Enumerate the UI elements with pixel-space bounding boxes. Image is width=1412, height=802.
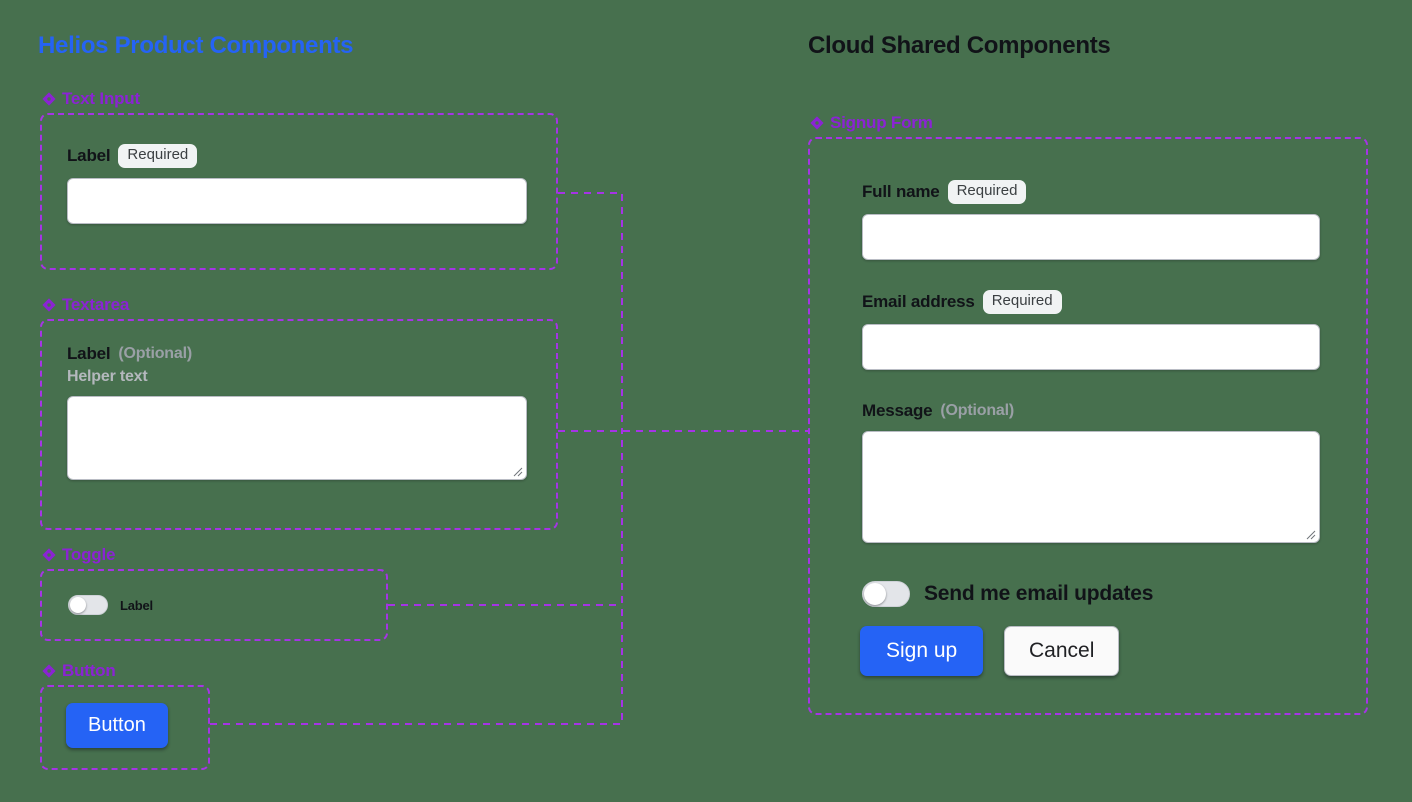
section-heading-textarea: Textarea [42, 295, 129, 315]
toggle-knob [70, 597, 86, 613]
frame-text-input [40, 113, 558, 270]
demo-button[interactable]: Button [66, 703, 168, 748]
textarea-field[interactable] [67, 396, 527, 480]
message-textarea-wrapper [862, 431, 1320, 543]
frame-toggle [40, 569, 388, 641]
email-label: Email address [862, 291, 975, 311]
diamond-component-icon [810, 116, 824, 130]
signup-submit-button[interactable]: Sign up [860, 626, 984, 676]
section-heading-toggle: Toggle [42, 545, 115, 565]
email-updates-toggle-label: Send me email updates [924, 582, 1154, 605]
text-input-required-badge: Required [118, 144, 198, 168]
message-label: Message [862, 401, 933, 420]
diamond-component-icon [42, 664, 56, 678]
diamond-component-icon [42, 92, 56, 106]
message-optional-tag: (Optional) [940, 402, 1014, 419]
section-heading-text-input: Text Input [42, 89, 140, 109]
text-input-label: Label [67, 145, 111, 165]
section-heading-label: Text Input [62, 89, 140, 108]
message-field-group: Message (Optional) [862, 401, 1320, 543]
fullname-input[interactable] [862, 213, 1320, 260]
email-updates-toggle[interactable] [862, 581, 910, 607]
textarea-label: Label [67, 344, 111, 363]
section-heading-signup-form: Signup Form [810, 113, 933, 133]
fullname-label: Full name [862, 181, 940, 201]
section-heading-label: Button [62, 661, 116, 680]
text-input-field[interactable] [67, 177, 527, 224]
textarea-optional-tag: (Optional) [118, 345, 192, 362]
frame-textarea [40, 319, 558, 530]
toggle-knob [864, 583, 886, 605]
diamond-component-icon [42, 298, 56, 312]
email-label-row: Email address Required [862, 290, 1320, 314]
frame-signup-form [808, 137, 1368, 715]
fullname-field-group: Full name Required [862, 180, 1320, 260]
signup-cancel-button[interactable]: Cancel [1004, 626, 1120, 676]
frame-button [40, 685, 210, 770]
fullname-label-row: Full name Required [862, 180, 1320, 204]
text-input-field-group: Label Required [67, 144, 527, 224]
toggle-row: Label [68, 595, 153, 615]
page-title-left: Helios Product Components [38, 32, 354, 59]
textarea-wrapper [67, 396, 527, 480]
message-label-row: Message (Optional) [862, 401, 1320, 421]
section-heading-label: Toggle [62, 545, 116, 564]
message-textarea[interactable] [862, 431, 1320, 543]
textarea-helper-text: Helper text [67, 368, 148, 385]
text-input-label-row: Label Required [67, 144, 527, 168]
section-heading-label: Signup Form [830, 113, 933, 132]
section-heading-label: Textarea [62, 295, 130, 314]
section-heading-button: Button [42, 661, 116, 681]
fullname-required-badge: Required [947, 180, 1027, 204]
email-input[interactable] [862, 323, 1320, 370]
diamond-component-icon [42, 548, 56, 562]
textarea-label-row: Label (Optional) [67, 344, 527, 364]
textarea-field-group: Label (Optional) Helper text [67, 344, 527, 480]
email-field-group: Email address Required [862, 290, 1320, 370]
page-title-right: Cloud Shared Components [808, 32, 1111, 59]
email-required-badge: Required [982, 290, 1062, 314]
toggle-label: Label [120, 597, 153, 613]
email-updates-toggle-row: Send me email updates [862, 581, 1153, 607]
toggle-switch[interactable] [68, 595, 108, 615]
